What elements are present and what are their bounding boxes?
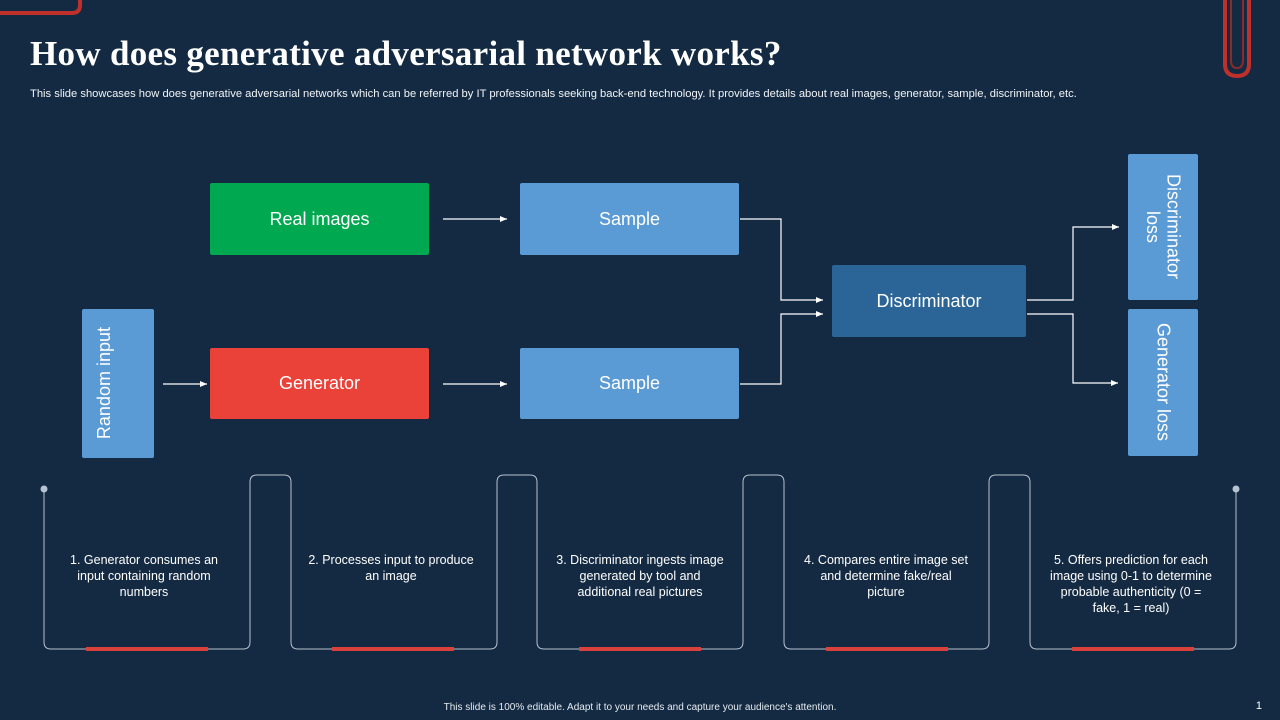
arrow-discriminator-to-dloss: [1027, 224, 1119, 301]
arrow-sample-bottom-to-discriminator: [740, 311, 823, 385]
discriminator-box: Discriminator: [832, 265, 1026, 337]
sample-top-label: Sample: [598, 208, 661, 229]
step-4-accent-bar: [826, 647, 948, 651]
step-4-text: 4. Compares entire image set and determi…: [804, 553, 968, 599]
page-number: 1: [1255, 700, 1262, 712]
step-5-accent-bar: [1072, 647, 1194, 651]
sample-bottom-label: Sample: [598, 373, 661, 393]
corner-decoration-top-right: [1223, 0, 1251, 79]
random-input-box: Random input: [82, 309, 154, 458]
sample-top-box: Sample: [520, 183, 739, 255]
sample-bottom-box: Sample: [520, 348, 739, 419]
discriminator-label: Discriminator: [876, 290, 982, 311]
discriminator-loss-box: Discriminator loss: [1128, 154, 1198, 300]
step-3-accent-bar: [579, 647, 701, 651]
real-images-box: Real images: [210, 183, 429, 255]
step-1-accent-bar: [86, 647, 208, 651]
generator-loss-label: Generator loss: [1153, 323, 1174, 442]
page-title: How does generative adversarial network …: [30, 34, 782, 73]
generator-loss-box: Generator loss: [1128, 309, 1198, 456]
arrow-sample-top-to-discriminator: [740, 218, 823, 303]
generator-label: Generator: [278, 373, 361, 393]
generator-box: Generator: [210, 348, 429, 419]
corner-decoration-top-left: [0, 0, 82, 15]
footer-note: This slide is 100% editable. Adapt it to…: [443, 702, 837, 713]
page-subtitle: This slide showcases how does generative…: [30, 88, 1077, 100]
arrow-discriminator-to-gloss: [1027, 313, 1118, 386]
step-2-accent-bar: [332, 647, 454, 651]
random-input-label: Random input: [94, 327, 114, 440]
timeline-start-dot: [40, 485, 48, 493]
discriminator-loss-label: Discriminator loss: [1143, 174, 1184, 280]
step-3-text: 3. Discriminator ingests image generated…: [556, 553, 724, 599]
timeline-end-dot: [1232, 485, 1240, 493]
step-5-text: 5. Offers prediction for each image usin…: [1050, 553, 1212, 615]
step-2-text: 2. Processes input to produce an image: [308, 553, 474, 583]
real-images-label: Real images: [269, 208, 370, 229]
step-1-text: 1. Generator consumes an input containin…: [70, 553, 218, 599]
